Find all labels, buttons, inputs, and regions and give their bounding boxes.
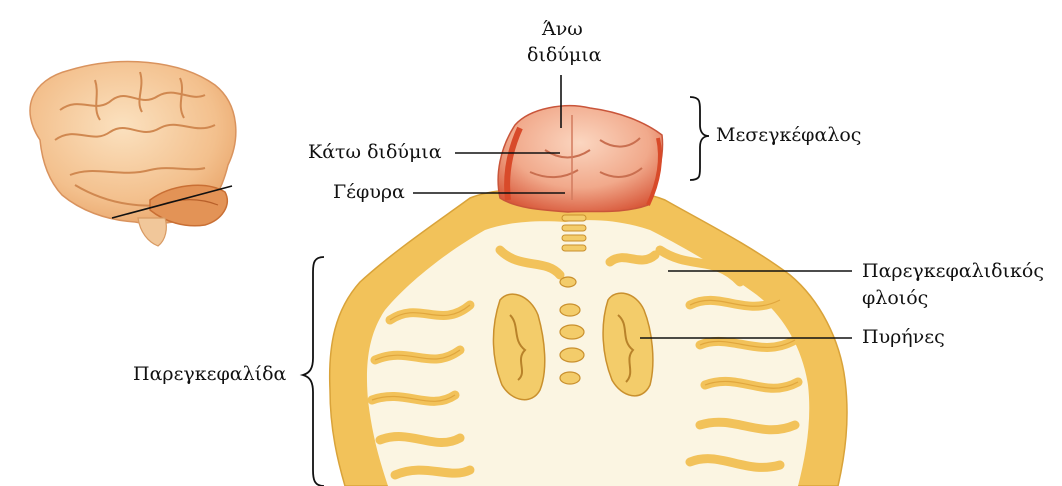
midbrain-brace: [690, 97, 709, 180]
label-lower-colliculi: Κάτω διδύμια: [308, 141, 442, 164]
label-pons: Γέφυρα: [333, 181, 405, 204]
label-upper-colliculi-line2: διδύμια: [527, 44, 602, 67]
label-midbrain: Μεσεγκέφαλος: [716, 124, 861, 147]
label-upper-colliculi-line1: Άνω: [542, 18, 583, 41]
whole-brain-thumbnail: [30, 62, 236, 246]
cerebellum-brace: [303, 257, 324, 486]
label-cerebellar-cortex-line1: Παρεγκεφαλιδικός: [862, 260, 1044, 283]
label-nuclei: Πυρήνες: [862, 326, 945, 349]
label-cerebellar-cortex-line2: φλοιός: [862, 287, 928, 310]
midbrain-illustration: [498, 106, 662, 212]
label-cerebellum: Παρεγκεφαλίδα: [133, 363, 286, 386]
